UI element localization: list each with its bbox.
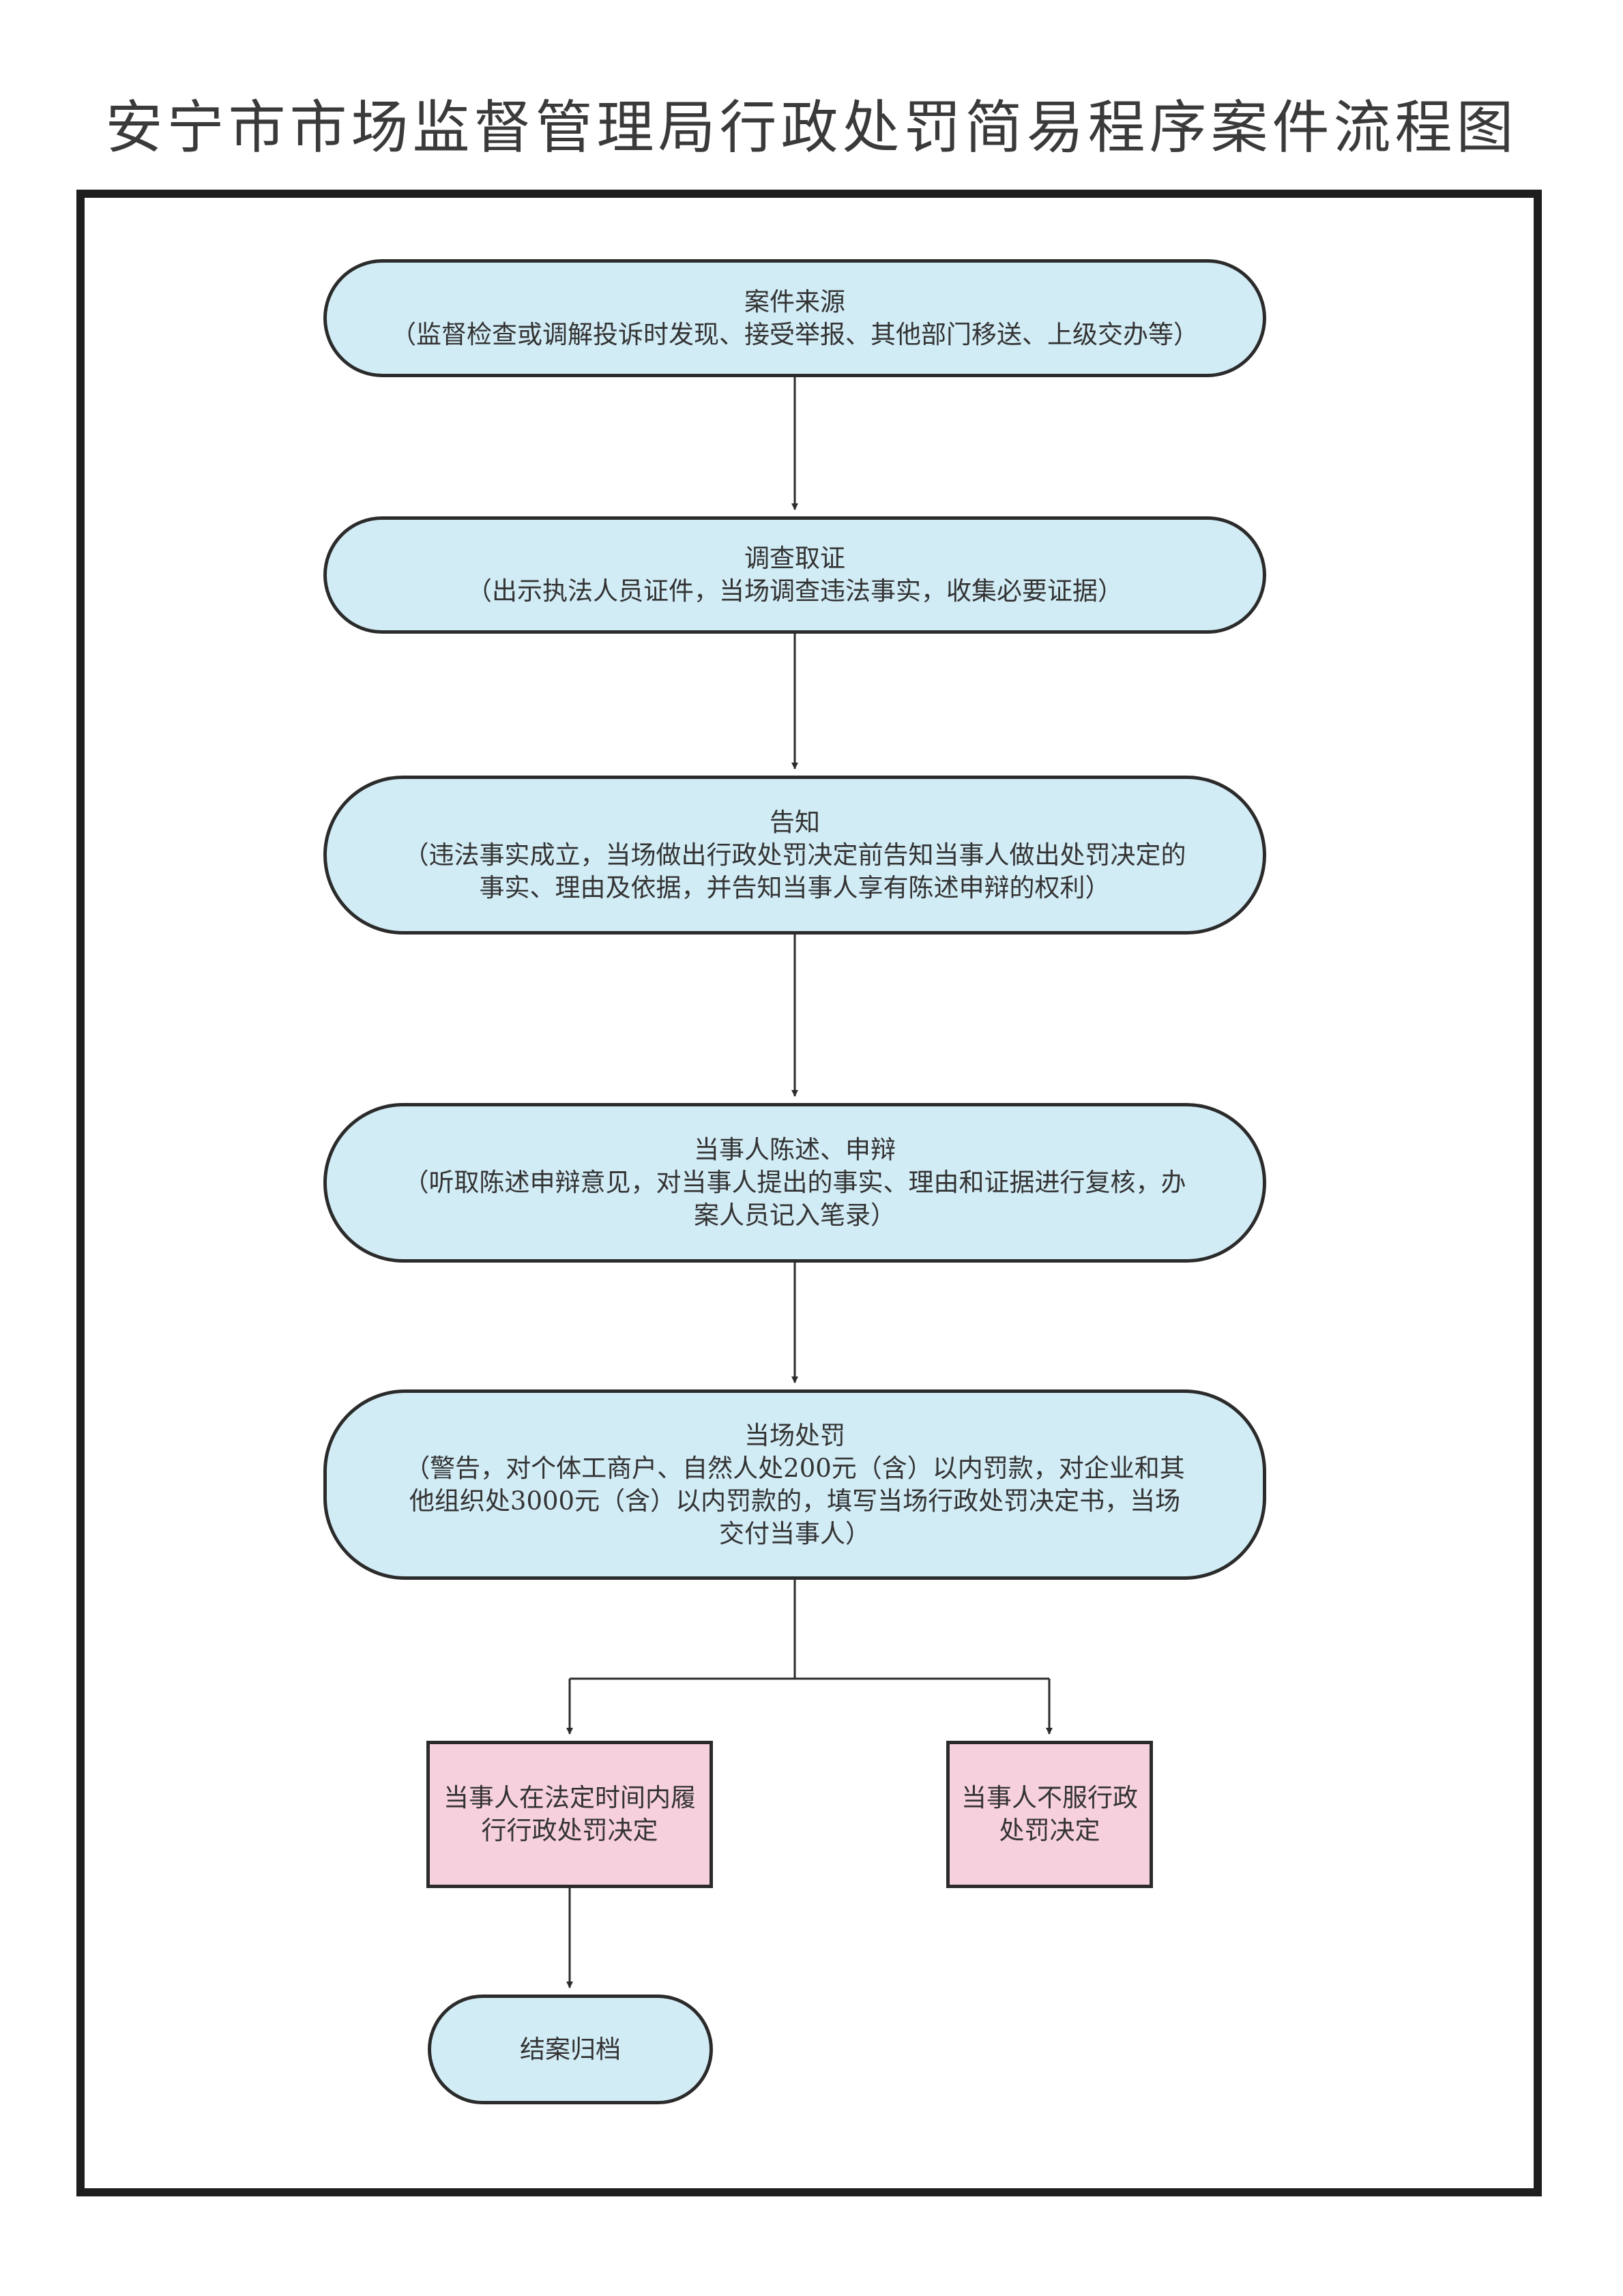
branch-connector — [570, 1580, 796, 1680]
step-heading: 案件来源 — [744, 286, 845, 317]
step-onsite-penalty: 当场处罚 （警告，对个体工商户、自然人处200元（含）以内罚款，对企业和其 他组… — [323, 1389, 1266, 1580]
outcome-text: 当事人不服行政 处罚决定 — [961, 1783, 1138, 1845]
step-heading: 结案归档 — [520, 2034, 621, 2064]
step-detail: （听取陈述申辩意见，对当事人提出的事实、理由和证据进行复核，办 案人员记入笔录） — [403, 1168, 1186, 1230]
step-investigation: 调查取证 （出示执法人员证件，当场调查违法事实，收集必要证据） — [323, 516, 1266, 634]
outcome-comply: 当事人在法定时间内履 行行政处罚决定 — [426, 1741, 713, 1888]
outcome-text: 当事人在法定时间内履 行行政处罚决定 — [443, 1783, 696, 1845]
step-case-source: 案件来源 （监督检查或调解投诉时发现、接受举报、其他部门移送、上级交办等） — [323, 259, 1266, 377]
step-detail: （监督检查或调解投诉时发现、接受举报、其他部门移送、上级交办等） — [391, 319, 1199, 349]
diagram-frame — [76, 190, 1542, 2196]
step-statement-defense: 当事人陈述、申辩 （听取陈述申辩意见，对当事人提出的事实、理由和证据进行复核，办… — [323, 1103, 1266, 1263]
step-notice: 告知 （违法事实成立，当场做出行政处罚决定前告知当事人做出处罚决定的 事实、理由… — [323, 776, 1266, 934]
step-heading: 当事人陈述、申辩 — [694, 1135, 896, 1164]
step-heading: 告知 — [770, 807, 820, 837]
step-heading: 当场处罚 — [744, 1420, 845, 1450]
step-case-archive: 结案归档 — [428, 1995, 713, 2104]
page-title: 安宁市市场监督管理局行政处罚简易程序案件流程图 — [105, 94, 1518, 161]
step-heading: 调查取证 — [744, 544, 845, 573]
step-detail: （出示执法人员证件，当场调查违法事实，收集必要证据） — [467, 576, 1123, 606]
outcome-dispute: 当事人不服行政 处罚决定 — [946, 1741, 1153, 1888]
step-detail: （警告，对个体工商户、自然人处200元（含）以内罚款，对企业和其 他组织处300… — [405, 1453, 1185, 1548]
step-detail: （违法事实成立，当场做出行政处罚决定前告知当事人做出处罚决定的 事实、理由及依据… — [403, 840, 1186, 902]
